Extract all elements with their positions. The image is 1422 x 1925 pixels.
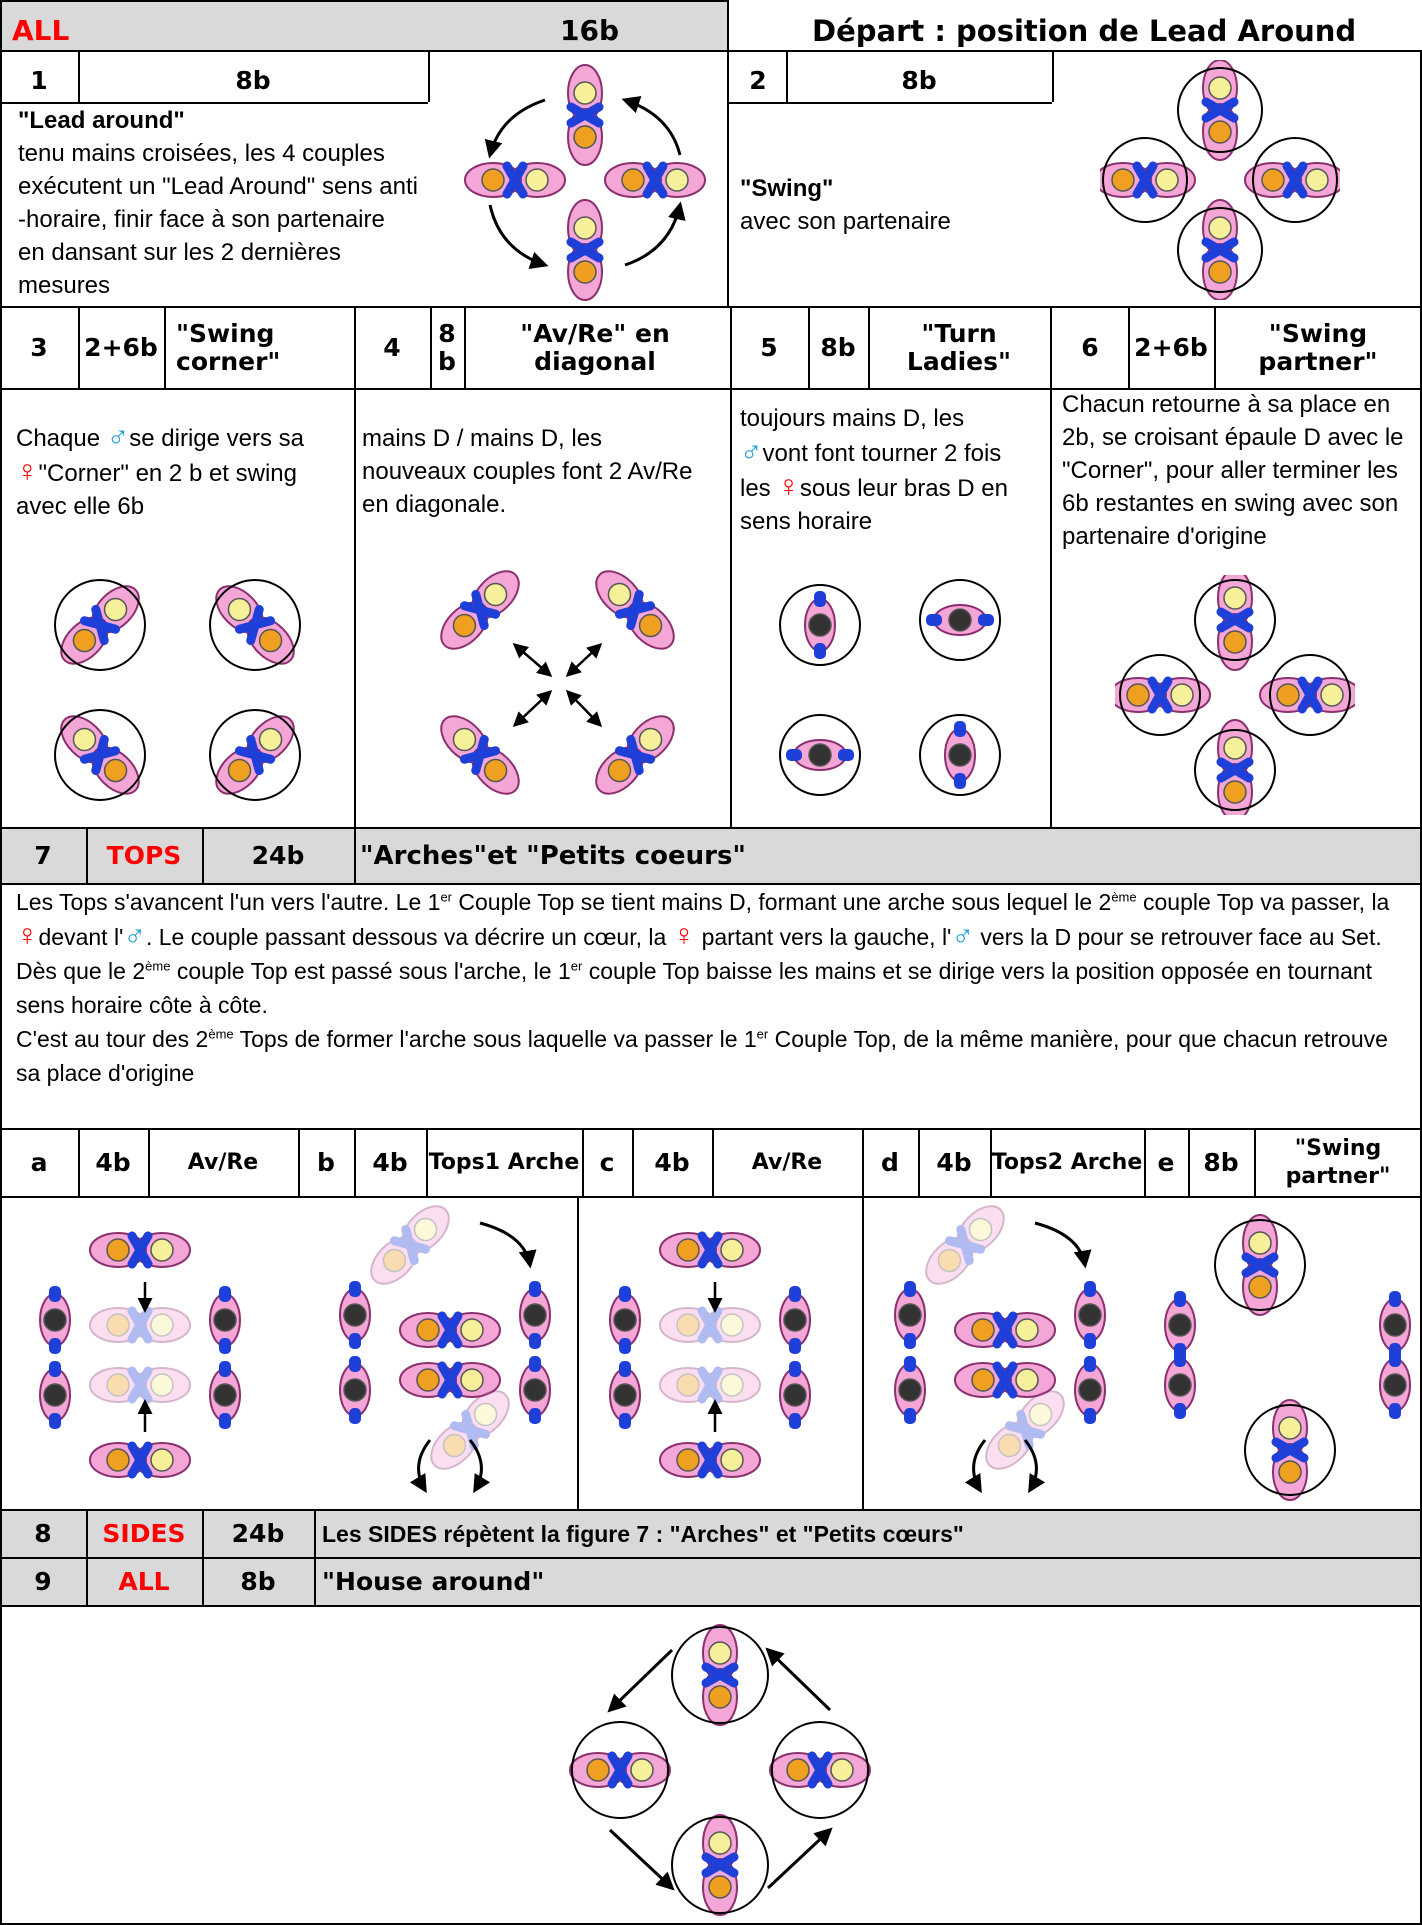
female-symbol-icon: ♀ [672, 919, 696, 952]
male-symbol-icon: ♂ [106, 420, 130, 453]
female-symbol-icon: ♀ [16, 455, 39, 488]
fig4-number: 4 [383, 333, 401, 362]
fig8-description: Les SIDES répètent la figure 7 : "Arches… [322, 1521, 964, 1547]
fig8-number: 8 [34, 1519, 52, 1548]
fig6-title: "Swing partner" [1258, 319, 1378, 376]
step-e-label: "Swing partner" [1285, 1136, 1391, 1189]
step-b-beats: 4b [372, 1148, 408, 1177]
step-d-diagram [894, 1205, 1106, 1494]
step-b-letter: b [317, 1148, 335, 1177]
fig9-who: ALL [118, 1567, 170, 1596]
step-c-label: Av/Re [751, 1150, 823, 1175]
step-c-diagram [609, 1210, 811, 1500]
fig6-description: Chacun retourne à sa place en 2b, se cro… [1062, 391, 1404, 550]
fig2-title: "Swing" [740, 175, 834, 202]
fig5-number: 5 [760, 333, 778, 362]
step-e-beats: 8b [1203, 1148, 1239, 1177]
fig9-title: "House around" [322, 1567, 545, 1596]
fig5-beats: 8b [820, 333, 856, 362]
fig1-number: 1 [30, 66, 48, 95]
fig9-beats: 8b [240, 1567, 276, 1596]
header-start-position: Départ : position de Lead Around [812, 14, 1357, 48]
step-e-diagram [1164, 1205, 1411, 1505]
male-symbol-icon: ♂ [123, 919, 146, 952]
fig2-number: 2 [749, 66, 767, 95]
fig4-title: "Av/Re" en diagonal [520, 319, 670, 376]
fig2-swing-diagram [1100, 60, 1340, 300]
fig3-swing-corner-diagram [40, 565, 320, 815]
fig9-house-around-diagram [560, 1610, 880, 1922]
fig4-diagonal-diagram [420, 560, 700, 810]
step-b-diagram [339, 1205, 551, 1494]
step-b-label: Tops1 Arche [428, 1150, 580, 1175]
step-d-letter: d [881, 1148, 899, 1177]
fig6-swing-partner-diagram [1115, 575, 1355, 815]
step-a-diagram [39, 1210, 241, 1500]
fig4-description: mains D / mains D, les nouveaux couples … [362, 425, 693, 518]
fig9-number: 9 [34, 1567, 52, 1596]
step-a-letter: a [30, 1148, 48, 1177]
fig3-description: Chaque ♂se dirige vers sa ♀"Corner" en 2… [16, 420, 304, 520]
fig7-beats: 24b [251, 841, 305, 870]
step-e-letter: e [1157, 1148, 1175, 1177]
fig3-beats: 2+6b [84, 333, 158, 362]
fig5-title: "Turn Ladies" [906, 319, 1012, 376]
header-beats: 16b [560, 14, 620, 47]
fig7-number: 7 [34, 841, 52, 870]
fig8-beats: 24b [231, 1519, 285, 1548]
fig7-description: Les Tops s'avancent l'un vers l'autre. L… [16, 889, 1390, 1086]
fig5-description: toujours mains D, les ♂vont font tourner… [740, 405, 1008, 535]
fig1-description: tenu mains croisées, les 4 couples exécu… [18, 140, 418, 299]
fig4-beats: 8 b [438, 319, 456, 376]
step-d-label: Tops2 Arche [991, 1150, 1143, 1175]
step-c-beats: 4b [654, 1148, 690, 1177]
fig1-lead-around-diagram [460, 55, 710, 305]
header-all: ALL [12, 14, 70, 47]
fig1-title: "Lead around" [18, 107, 185, 134]
fig2-beats: 8b [901, 66, 937, 95]
step-a-beats: 4b [95, 1148, 131, 1177]
female-symbol-icon: ♀ [16, 919, 39, 952]
step-a-label: Av/Re [187, 1150, 259, 1175]
fig1-beats: 8b [235, 66, 271, 95]
fig3-number: 3 [30, 333, 48, 362]
fig5-turn-ladies-diagram [779, 579, 1001, 796]
step-d-beats: 4b [936, 1148, 972, 1177]
fig7-title: "Arches"et "Petits coeurs" [360, 841, 746, 871]
fig6-number: 6 [1081, 333, 1099, 362]
male-symbol-icon: ♂ [740, 435, 763, 468]
fig6-beats: 2+6b [1134, 333, 1208, 362]
female-symbol-icon: ♀ [777, 470, 800, 503]
fig8-who: SIDES [102, 1519, 186, 1548]
step-c-letter: c [599, 1148, 615, 1177]
fig2-description: avec son partenaire [740, 208, 951, 235]
male-symbol-icon: ♂ [951, 919, 974, 952]
fig3-title: "Swing corner" [176, 319, 281, 376]
fig7-who: TOPS [106, 841, 182, 870]
